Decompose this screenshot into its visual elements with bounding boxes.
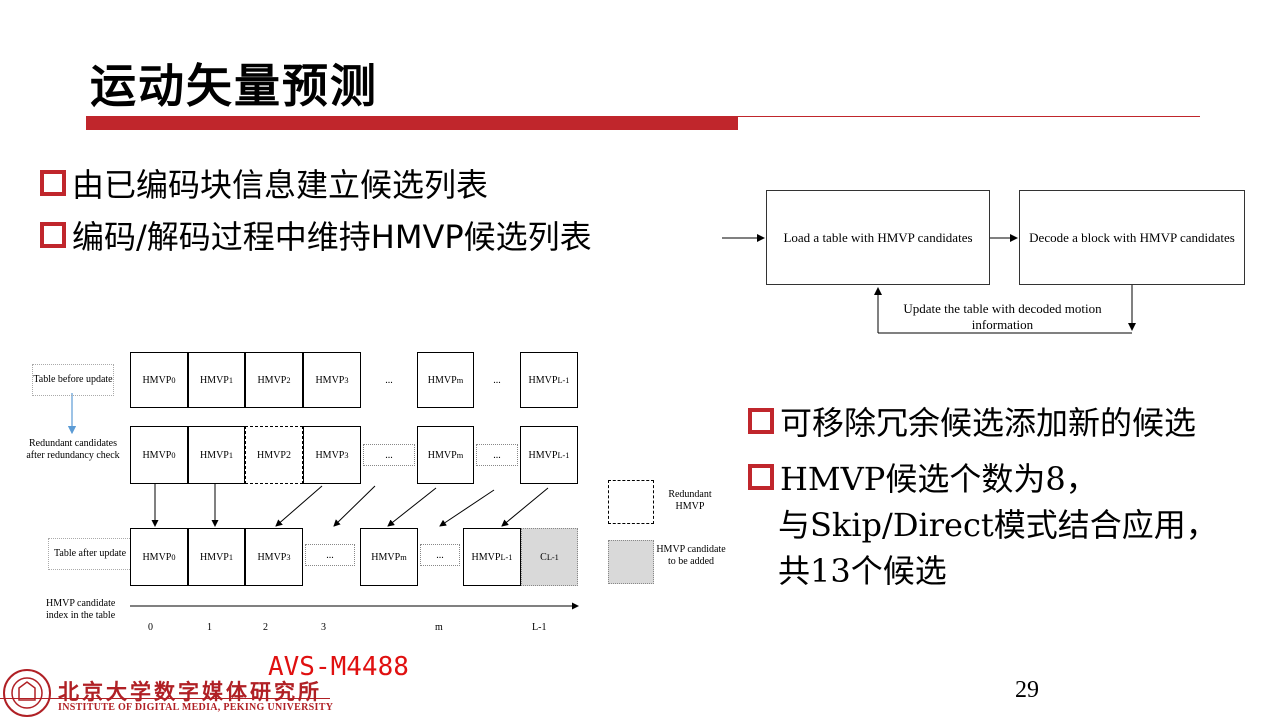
- legend-added-label: HMVP candidate to be added: [656, 544, 726, 567]
- footer-org-cn: 北京大学数字媒体研究所: [58, 680, 322, 704]
- bullet-1: 由已编码块信息建立候选列表: [40, 160, 488, 206]
- bullet-4-line2: 与Skip/Direct模式结合应用，: [778, 506, 1218, 544]
- index-tick: 0: [148, 622, 153, 633]
- label-table-before: Table before update: [32, 364, 114, 396]
- flow-box-load: Load a table with HMVP candidates: [766, 190, 990, 285]
- flow-loop-label: Update the table with decoded motion inf…: [903, 301, 1102, 332]
- doc-reference: AVS-M4488: [268, 652, 409, 682]
- bullet-4-line3: 共13个候选: [778, 552, 947, 590]
- bullet-square-icon: [748, 408, 774, 434]
- page-title: 运动矢量预测: [90, 59, 378, 113]
- bullet-1-text: 由已编码块信息建立候选列表: [72, 166, 489, 204]
- pku-seal-icon: [3, 669, 51, 717]
- row1-ellipsis: ...: [493, 374, 501, 386]
- index-tick: L-1: [532, 622, 547, 633]
- bullet-3-text: 可移除冗余候选添加新的候选: [780, 404, 1197, 442]
- row2-cell-redundant: HMVP2: [245, 426, 303, 484]
- row2-ellipsis: ...: [363, 444, 415, 466]
- index-tick: 3: [321, 622, 326, 633]
- bullet-4-line1: HMVP候选个数为8，: [780, 460, 1098, 498]
- title-underline-thick: [86, 116, 738, 130]
- bullet-2-text: 编码/解码过程中维持HMVP候选列表: [72, 218, 592, 256]
- bullet-square-icon: [748, 464, 774, 490]
- legend-redundant-swatch: [608, 480, 654, 524]
- row3-ellipsis: ...: [420, 544, 460, 566]
- flow-box-decode: Decode a block with HMVP candidates: [1019, 190, 1245, 285]
- footer-org-en: INSTITUTE OF DIGITAL MEDIA, PEKING UNIVE…: [58, 702, 334, 713]
- row2-ellipsis: ...: [476, 444, 518, 466]
- bullet-4: HMVP候选个数为8，: [748, 454, 1098, 500]
- page-number: 29: [1015, 677, 1039, 703]
- bullet-3: 可移除冗余候选添加新的候选: [748, 398, 1196, 444]
- label-table-after: Table after update: [48, 538, 132, 570]
- legend-added-swatch: [608, 540, 654, 584]
- footer-divider: [0, 698, 330, 699]
- index-axis-label: HMVP candidate index in the table: [46, 598, 116, 621]
- label-redundant-candidates: Redundant candidates after redundancy ch…: [26, 438, 120, 461]
- index-tick: m: [435, 622, 443, 633]
- legend-redundant-label: Redundant HMVP: [668, 489, 712, 512]
- index-tick: 1: [207, 622, 212, 633]
- row1-ellipsis: ...: [385, 374, 393, 386]
- bullet-square-icon: [40, 170, 66, 196]
- row3-ellipsis: ...: [305, 544, 355, 566]
- bullet-2: 编码/解码过程中维持HMVP候选列表: [40, 212, 592, 258]
- index-tick: 2: [263, 622, 268, 633]
- bullet-square-icon: [40, 222, 66, 248]
